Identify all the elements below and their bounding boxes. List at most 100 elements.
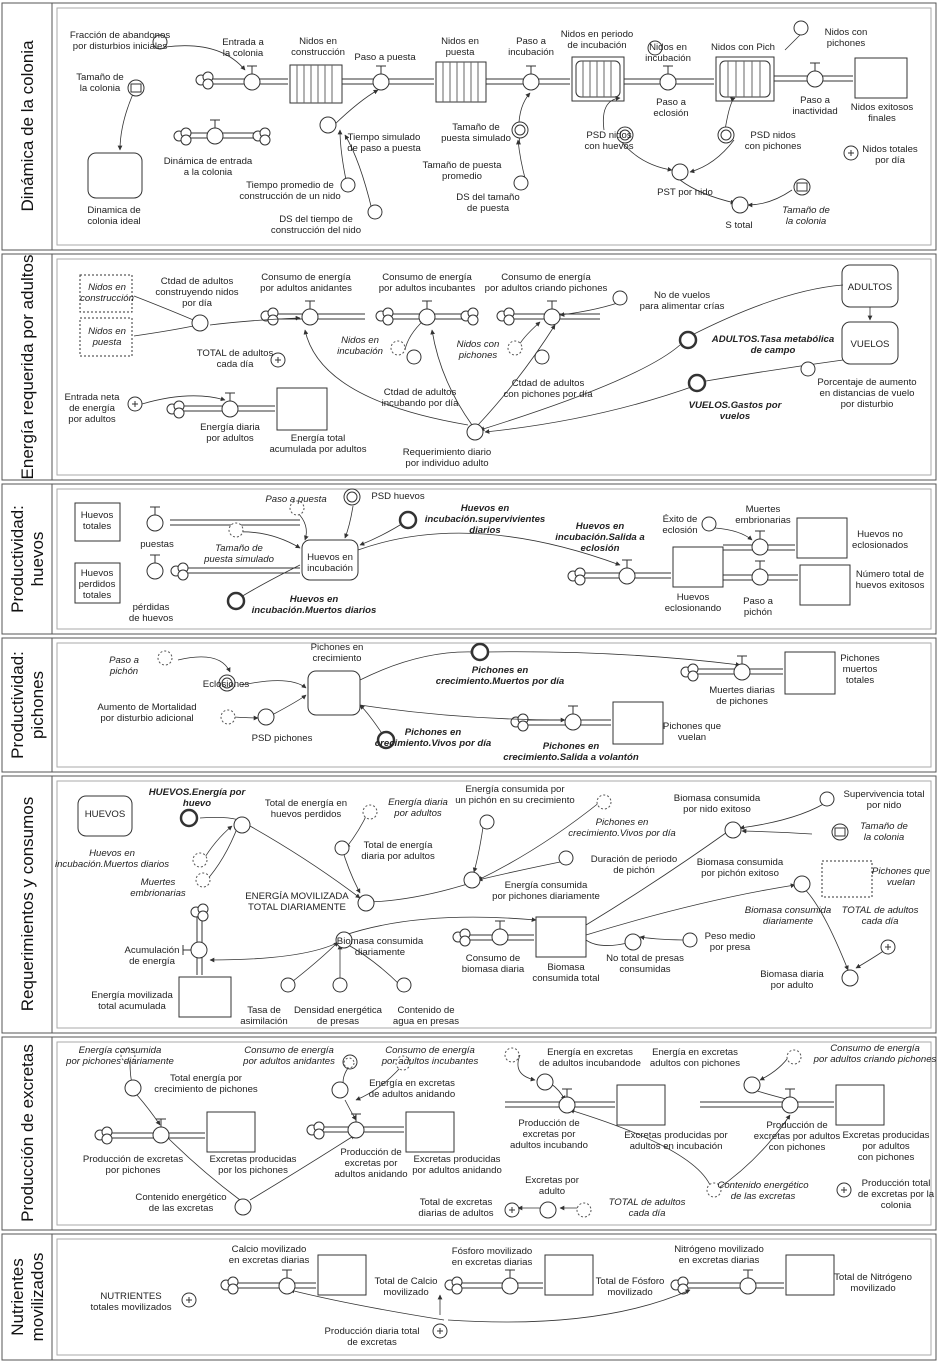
- diagram-label-line: TOTAL de adultos: [842, 905, 919, 916]
- diagram-label-line: la colonia: [223, 48, 264, 59]
- diagram-label-line: Aumento de Mortalidad: [97, 702, 196, 713]
- diagram-label-line: construcción del nido: [271, 225, 361, 236]
- stock-huevos-ref: [77, 795, 133, 837]
- diagram-label-line: No total de presas: [606, 953, 684, 964]
- diagram-label-line: de adultos anidando: [369, 1089, 455, 1100]
- diagram-label-line: de las excretas: [731, 1191, 796, 1202]
- stock-energia-total: [276, 387, 328, 431]
- section-title-requerimientos: Requerimientos y consumos: [18, 797, 37, 1011]
- section-title-pichones: Productividad:pichones: [8, 651, 47, 759]
- diagram-label-line: vuelan: [678, 732, 706, 743]
- diagram-label-line: Nidos totales: [862, 144, 918, 155]
- diagram-label-line: Biomasa consumida: [745, 905, 831, 916]
- diagram-label-line: PSD huevos: [371, 491, 425, 502]
- diagram-label-line: Huevos: [81, 510, 114, 521]
- diagram-label-line: Total de energía en: [265, 798, 347, 809]
- diagram-label-line: Paso a puesta: [265, 494, 326, 505]
- diagram-label-line: Ctdad de adultos: [512, 378, 585, 389]
- summer-converters: [127, 145, 896, 1339]
- diagram-label-line: TOTAL DIARIAMENTE: [248, 902, 346, 913]
- diagram-label-line: Nitrógeno movilizado: [674, 1244, 764, 1255]
- diagram-label-line: Energía consumida: [505, 880, 588, 891]
- diagram-label-line: Huevos en: [307, 552, 353, 563]
- diagram-label-line: con pichones: [769, 1142, 826, 1153]
- diagram-label-line: de pichones: [716, 696, 768, 707]
- diagram-label-line: colonia: [881, 1200, 912, 1211]
- diagram-label-line: de paso a puesta: [347, 143, 421, 154]
- diagram-label-line: asimilación: [240, 1016, 287, 1027]
- stock-calcio: [317, 1254, 367, 1296]
- diagram-label-line: Pichones que: [663, 721, 721, 732]
- diagram-label-line: diaria por adultos: [361, 851, 435, 862]
- diagram-label-line: totales: [83, 590, 111, 601]
- valves: [146, 62, 824, 1295]
- diagram-label-line: por pichones diariamente: [65, 1056, 174, 1067]
- diagram-label-line: crecimiento.Salida a volantón: [503, 752, 639, 763]
- diagram-label-line: crecimiento.Muertos por día: [436, 676, 565, 687]
- diagram-label-line: Nidos en: [88, 326, 126, 337]
- stock-nidos-construccion: [289, 64, 343, 104]
- diagram-label-line: de adultos incubandode: [539, 1058, 641, 1069]
- diagram-label-line: vuelan: [887, 877, 915, 888]
- diagram-label-line: Huevos en: [290, 594, 339, 605]
- diagram-label-line: Tamaño de: [76, 72, 123, 83]
- diagram-label-line: PST por nido: [657, 187, 713, 198]
- diagram-label-line: Total de Nitrógeno: [834, 1272, 912, 1283]
- diagram-label-line: por pichón exitoso: [701, 868, 779, 879]
- diagram-label-line: Ctdad de adultos: [161, 276, 234, 287]
- diagram-label-line: promedio: [442, 171, 482, 182]
- diagram-label-line: crecimiento de pichones: [154, 1084, 258, 1095]
- diagram-label-line: agua en presas: [393, 1016, 459, 1027]
- diagram-label-line: de huevos: [129, 613, 173, 624]
- diagram-label-line: de excretas: [347, 1337, 397, 1348]
- diagram-label-line: DS del tiempo de: [279, 214, 353, 225]
- diagram-label-line: construyendo nidos: [155, 287, 238, 298]
- diagram-label-line: Biomasa consumida: [697, 857, 784, 868]
- diagram-label-line: puesta: [446, 47, 475, 58]
- stock-energia-acumulada: [178, 976, 232, 1018]
- diagram-label-line: perdidos: [79, 579, 116, 590]
- diagram-label: Nidos con Pich: [711, 42, 775, 53]
- diagram-label-line: por adultos anidantes: [242, 1056, 335, 1067]
- diagram-label-line: por pichones: [106, 1165, 161, 1176]
- diagram-label-line: HUEVOS.Energía por: [149, 787, 247, 798]
- diagram-label-line: Eclosiones: [203, 679, 250, 690]
- diagram-label-line: por adultos: [393, 808, 442, 819]
- diagram-label-line: de energía: [69, 403, 116, 414]
- diagram-label-line: Nidos con: [457, 339, 500, 350]
- diagram-label-line: Total energía por: [170, 1073, 243, 1084]
- diagram-label-line: Tiempo simulado: [348, 132, 421, 143]
- stock-pichones-vuelan: [612, 701, 664, 745]
- section-title-line: Requerimientos y consumos: [18, 797, 37, 1011]
- diagram-label-line: Pichones en: [472, 665, 529, 676]
- diagram-label-line: embrionarias: [735, 515, 791, 526]
- diagram-label-line: por adultos anidando: [412, 1165, 502, 1176]
- diagram-label-line: Consumo de energía: [382, 272, 472, 283]
- diagram-label-line: Nidos exitosos: [851, 102, 914, 113]
- diagram-label-line: Energía en excretas: [547, 1047, 633, 1058]
